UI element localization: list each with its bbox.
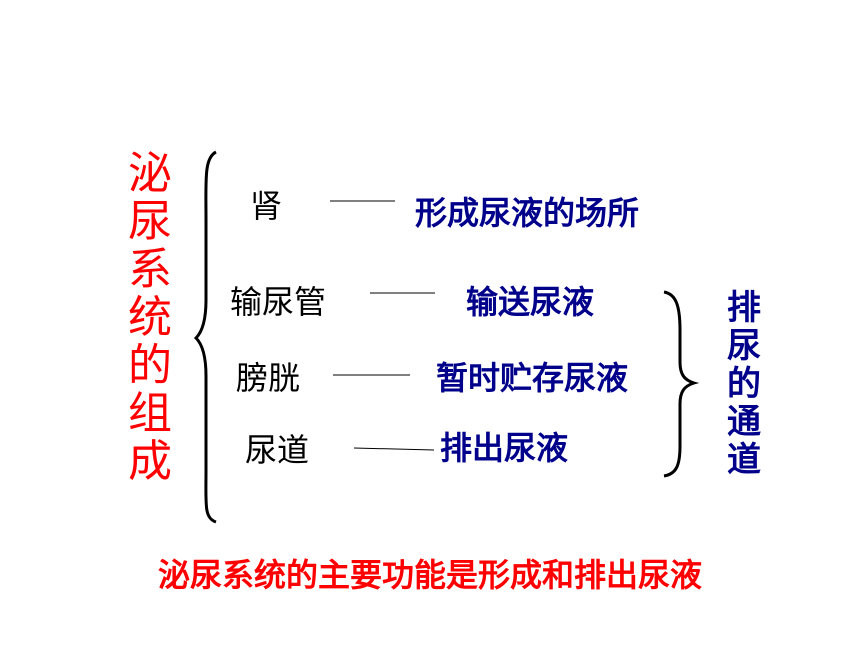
function-urethra: 排出尿液 [440, 429, 569, 467]
organ-kidney: 肾 [250, 187, 283, 225]
organ-bladder: 膀胱 [236, 359, 301, 397]
function-ureter: 输送尿液 [466, 283, 595, 321]
bracket-label: 排尿的通道 [727, 288, 761, 480]
function-bladder: 暂时贮存尿液 [436, 359, 629, 397]
organ-urethra: 尿道 [245, 431, 310, 469]
summary-text: 泌尿系统的主要功能是形成和排出尿液 [157, 556, 702, 594]
connector-line-urethra [353, 447, 435, 451]
vertical-title: 泌尿系统的组成 [128, 148, 172, 487]
right-brace [663, 290, 700, 478]
organ-ureter: 输尿管 [230, 283, 327, 321]
left-brace [193, 150, 217, 524]
function-kidney: 形成尿液的场所 [415, 194, 640, 232]
